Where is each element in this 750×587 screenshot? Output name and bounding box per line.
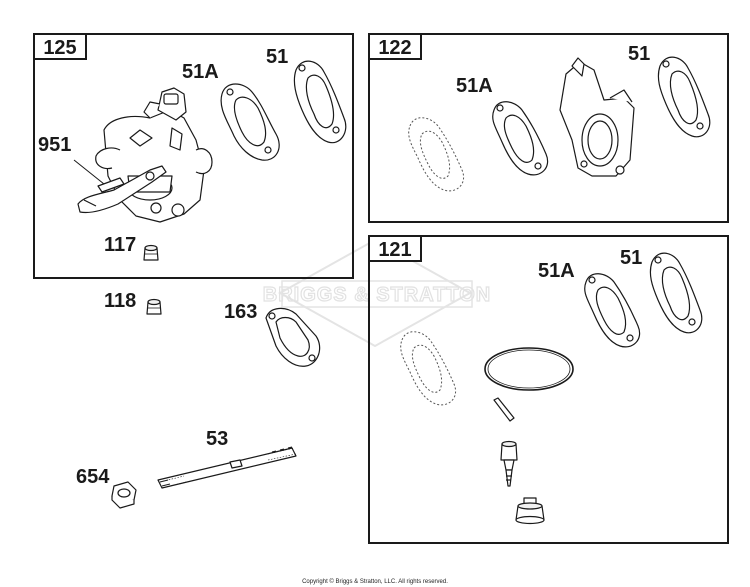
needle-valve-icon[interactable]	[500, 440, 518, 487]
label-654: 654	[76, 466, 110, 488]
box-122-number: 122	[378, 37, 411, 59]
label-125-951: 951	[38, 134, 71, 156]
box-121: 121	[368, 235, 729, 544]
label-121-51: 51	[620, 247, 642, 269]
label-53: 53	[206, 428, 228, 450]
gasket-outline-icon	[408, 117, 464, 192]
o-ring-icon[interactable]	[484, 347, 574, 391]
jet-117-icon[interactable]	[143, 244, 159, 261]
box-121-number: 121	[378, 239, 411, 261]
baffle-163-icon[interactable]	[265, 307, 321, 367]
bowl-bolt-icon[interactable]	[515, 497, 545, 525]
gasket-51a-icon[interactable]	[584, 273, 641, 348]
box-125-number: 125	[43, 37, 76, 59]
gasket-51-icon[interactable]	[657, 56, 711, 138]
gasket-51a-icon[interactable]	[492, 101, 549, 176]
gasket-51-icon[interactable]	[293, 60, 347, 144]
watermark-text: BRIGGS & STRATTON	[263, 284, 491, 306]
brand-watermark: BRIGGS & STRATTON	[262, 238, 491, 348]
jet-118-icon[interactable]	[146, 298, 162, 315]
gasket-outline-icon	[400, 331, 456, 406]
float-pin-icon[interactable]	[493, 397, 515, 422]
label-125-51: 51	[266, 46, 288, 68]
box-125: 125	[33, 33, 354, 279]
carburetor-icon[interactable]	[77, 87, 213, 223]
label-125-117: 117	[104, 234, 136, 256]
label-122-51: 51	[628, 43, 650, 65]
label-163: 163	[224, 301, 257, 323]
box-122: 122 51A 51	[368, 33, 729, 223]
label-121-51a: 51A	[538, 260, 575, 282]
insulator-block-icon[interactable]	[559, 57, 635, 177]
nut-654-icon[interactable]	[111, 481, 137, 509]
stud-53-icon[interactable]	[157, 446, 297, 489]
label-125-51a: 51A	[182, 61, 219, 83]
gasket-51-icon[interactable]	[649, 252, 703, 334]
label-118: 118	[104, 290, 136, 312]
gasket-51a-icon[interactable]	[220, 83, 280, 161]
copyright-text: Copyright © Briggs & Stratton, LLC. All …	[302, 578, 448, 585]
label-122-51a: 51A	[456, 75, 493, 97]
